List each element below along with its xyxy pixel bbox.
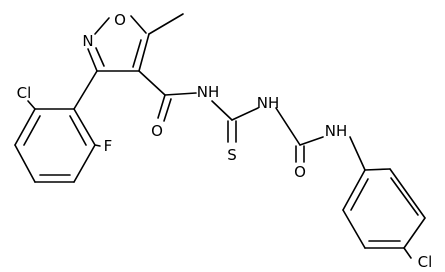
bond-ar1-b-inner [23, 115, 41, 146]
bond-carbonyl-o-2 [163, 98, 172, 122]
atom-nh-1: NH [197, 83, 220, 101]
atom-n-ring: N [82, 32, 93, 50]
bond-ar1-b [14, 108, 36, 146]
bond-c3-n2-inner [95, 47, 105, 67]
bond-ar2-a [364, 168, 391, 171]
bond-cthio-nh2 [231, 107, 259, 121]
atom-labels: O N Cl F O NH S NH NH O Cl [17, 11, 433, 271]
bond-c3-n2 [87, 48, 98, 72]
bonds [14, 13, 426, 259]
bond-ar1-f [73, 108, 96, 146]
bond-c5-methyl [148, 13, 184, 35]
atom-nh-2: NH [257, 94, 280, 112]
bond-nh2-curea [275, 107, 301, 146]
bond-ar1-f-inner [69, 115, 87, 146]
bond-carbonyl-nh1 [164, 92, 197, 96]
bond-n2-o1 [94, 17, 110, 35]
bond-ar1-c [14, 144, 36, 183]
bond-carbonyl-o [157, 94, 166, 119]
atom-s: S [227, 146, 237, 164]
atom-cl-left: Cl [17, 84, 32, 102]
bond-ar1-f-sub [94, 144, 101, 147]
bond-curea-nh3 [299, 136, 324, 146]
bond-ar1-e [73, 144, 96, 183]
atom-o-ring: O [114, 11, 126, 29]
bond-nh3-aryl [349, 136, 366, 171]
bond-c5-c4 [138, 33, 150, 72]
bond-c4-carbonyl [138, 70, 166, 96]
bond-nh1-cthio [211, 100, 233, 121]
atom-cl-right: Cl [418, 253, 433, 271]
bond-ar2-b [389, 168, 426, 219]
atom-o-amide: O [151, 122, 163, 140]
bond-ar2-f-inner [350, 178, 369, 211]
bond-ar1-cl [27, 100, 36, 110]
bond-ar2-e [342, 209, 366, 249]
bond-ar2-cl [403, 247, 412, 259]
bond-o1-c5 [130, 15, 147, 34]
atom-nh-3: NH [325, 122, 348, 140]
bond-ar2-b-inner [390, 177, 419, 216]
bond-ar2-c [403, 217, 426, 249]
bond-c5-c4-inner [132, 39, 142, 68]
atom-o-urea: O [294, 163, 306, 181]
bond-c3-aryl [73, 70, 98, 110]
atom-f: F [104, 137, 113, 155]
bond-ar2-f [342, 169, 366, 211]
